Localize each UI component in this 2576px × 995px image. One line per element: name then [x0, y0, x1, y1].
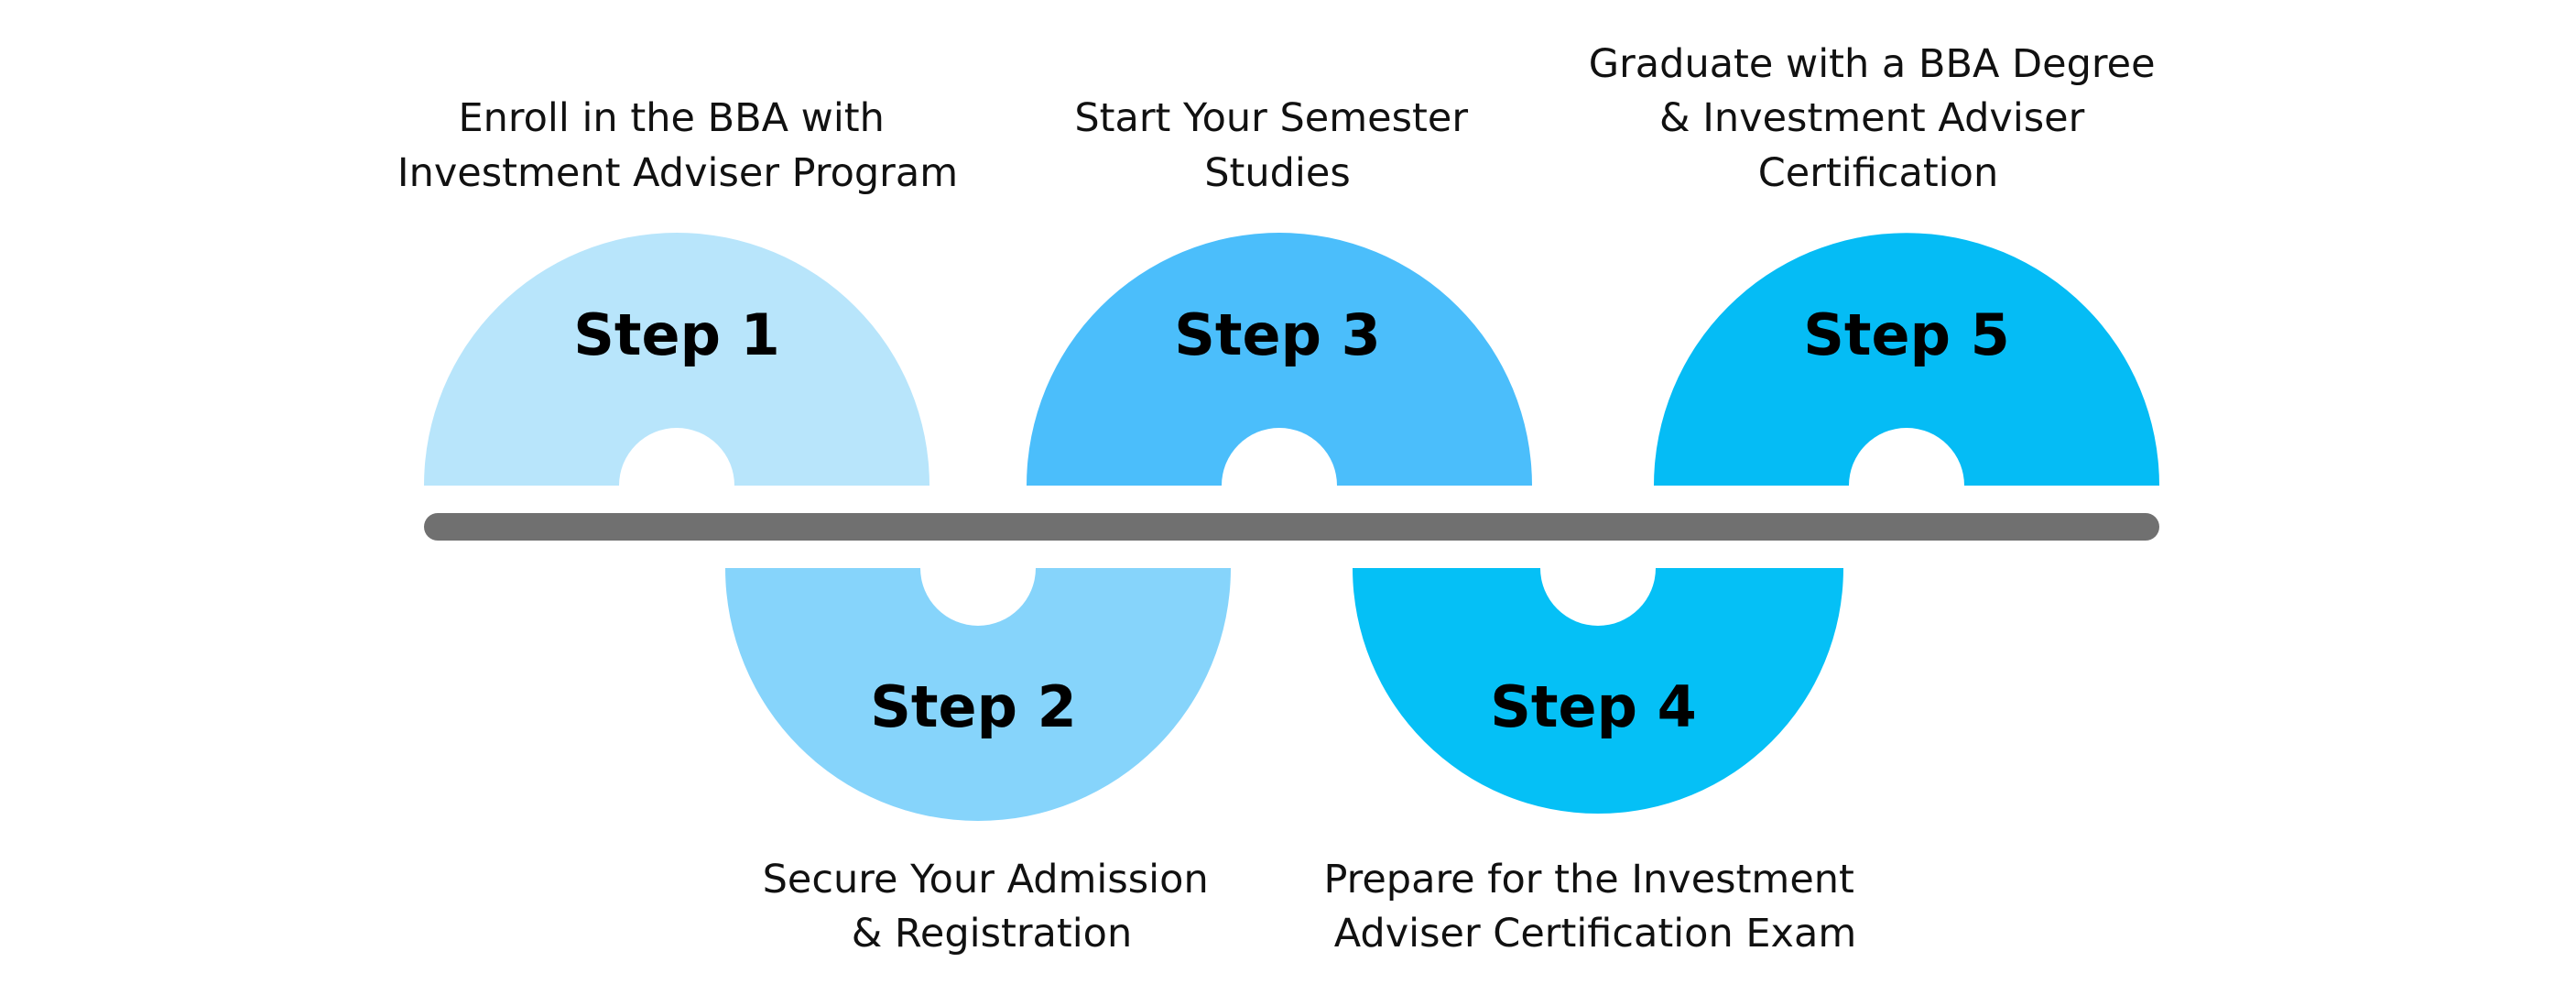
- step-2-semicircle: [725, 568, 1231, 821]
- step-4-description-line: Adviser Certification Exam: [1334, 911, 1857, 957]
- step-4-semicircle: [1353, 568, 1843, 814]
- step-2-description: Secure Your Admission & Registration: [763, 857, 1222, 957]
- step-2-description-line: & Registration: [852, 911, 1133, 957]
- step-3-description-line: Studies: [1204, 150, 1351, 196]
- step-5-description-line: Graduate with a BBA Degree: [1589, 41, 2156, 87]
- step-3-description-line: Start Your Semester: [1074, 95, 1468, 141]
- step-5: Step 5 Graduate with a BBA Degree & Inve…: [1589, 41, 2168, 486]
- step-4-notch: [1540, 568, 1656, 626]
- step-5-label: Step 5: [1803, 301, 2009, 368]
- step-1-description-line: Enroll in the BBA with: [458, 95, 884, 141]
- step-2-description-line: Secure Your Admission: [763, 857, 1209, 902]
- step-2: Step 2 Secure Your Admission & Registrat…: [725, 568, 1231, 957]
- step-3-notch: [1222, 428, 1337, 486]
- step-1-semicircle: [424, 233, 929, 486]
- step-1: Step 1 Enroll in the BBA with Investment…: [397, 95, 958, 486]
- step-1-description: Enroll in the BBA with Investment Advise…: [397, 95, 958, 196]
- step-1-label: Step 1: [573, 301, 779, 368]
- step-1-description-line: Investment Adviser Program: [397, 150, 958, 196]
- step-3-semicircle: [1027, 233, 1532, 486]
- step-5-semicircle: [1654, 233, 2159, 486]
- step-4-description: Prepare for the Investment Adviser Certi…: [1323, 857, 1866, 957]
- step-4: Step 4 Prepare for the Investment Advise…: [1323, 568, 1866, 957]
- step-5-description-line: & Investment Adviser: [1659, 95, 2085, 141]
- timeline-bar: [424, 513, 2159, 541]
- step-5-description-line: Certification: [1758, 150, 1998, 196]
- step-2-label: Step 2: [870, 673, 1076, 740]
- step-3: Step 3 Start Your Semester Studies: [1027, 95, 1532, 486]
- step-1-notch: [619, 428, 734, 486]
- step-3-description: Start Your Semester Studies: [1074, 95, 1480, 196]
- step-4-description-line: Prepare for the Investment: [1323, 857, 1853, 902]
- step-2-notch: [920, 568, 1036, 626]
- step-4-label: Step 4: [1490, 673, 1696, 740]
- step-5-description: Graduate with a BBA Degree & Investment …: [1589, 41, 2168, 196]
- step-5-notch: [1849, 428, 1964, 486]
- step-3-label: Step 3: [1174, 301, 1380, 368]
